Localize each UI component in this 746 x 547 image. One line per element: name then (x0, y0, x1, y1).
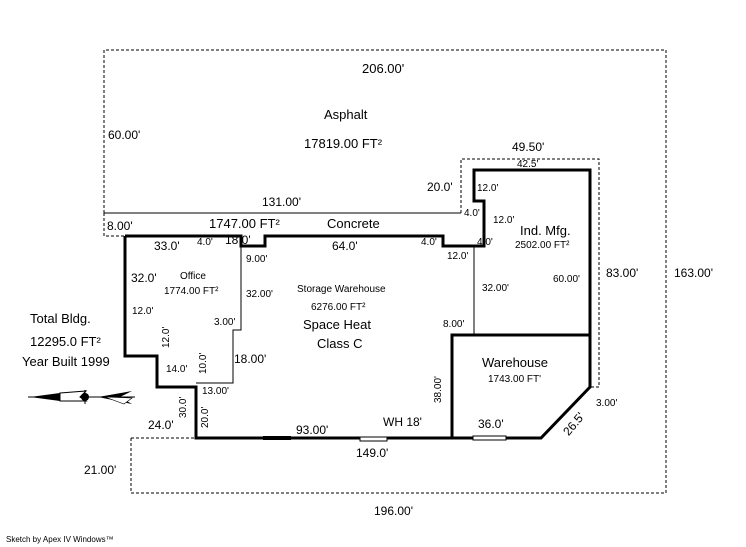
dim-label: 38.00' (433, 376, 444, 403)
dim-label: 32.00' (246, 289, 273, 300)
office-area: 1774.00 FT² (164, 286, 219, 297)
dim-label: 32.0' (131, 271, 157, 285)
dim-label: 8.00' (107, 219, 133, 233)
dim-label: 4.0' (464, 208, 480, 219)
storage-class: Class C (317, 336, 363, 351)
dim-label: 21.00' (84, 463, 117, 477)
dim-label: 10.0' (198, 352, 209, 374)
dim-label: 36.0' (478, 417, 504, 431)
dim-label: 49.50' (512, 140, 545, 154)
storage-area: 6276.00 FT² (311, 302, 366, 313)
dim-label: 60.00' (108, 128, 141, 142)
dim-label: 93.00' (296, 423, 329, 437)
ind-mfg-label: Ind. Mfg. (520, 223, 571, 238)
north-arrow-icon (28, 390, 135, 405)
dim-label: 3.00' (596, 398, 618, 409)
summary-year-built: Year Built 1999 (22, 354, 110, 369)
dim-label: 18.00' (234, 352, 267, 366)
dim-label: WH 18' (383, 415, 422, 429)
dim-label: 4.0' (421, 237, 437, 248)
dim-label: 13.00' (202, 386, 229, 397)
dim-label: 20.0' (200, 406, 211, 428)
summary-title: Total Bldg. (30, 311, 91, 326)
dim-label: 196.00' (374, 504, 413, 518)
dim-label: 8.00' (443, 319, 465, 330)
warehouse-area: 1743.00 FT' (488, 374, 542, 385)
dim-label: 14.0' (166, 364, 188, 375)
concrete-label: Concrete (327, 216, 380, 231)
summary-area: 12295.0 FT² (30, 334, 101, 349)
asphalt-area: 17819.00 FT² (304, 136, 383, 151)
dim-label: 149.0' (356, 446, 389, 460)
dim-label: 42.5' (517, 159, 539, 170)
asphalt-boundary (103, 49, 667, 494)
door-open-1 (359, 436, 388, 442)
building-outline (123, 168, 592, 440)
concrete-area: 1747.00 FT² (209, 216, 280, 231)
dim-label: 33.0' (154, 239, 180, 253)
warehouse-wall (450, 333, 590, 438)
dim-label: 20.0' (427, 180, 453, 194)
dim-label: 60.00' (553, 274, 580, 285)
door-open-2 (472, 435, 507, 441)
dim-label: 206.00' (362, 61, 405, 76)
ind-mfg-outer-boundary (460, 158, 600, 388)
office-wall (196, 246, 242, 384)
dim-label: 12.0' (132, 306, 154, 317)
dim-label: 12.0' (477, 183, 499, 194)
dim-label: 12.0' (161, 326, 172, 348)
dim-label: 24.0' (148, 418, 174, 432)
dim-label: 4.0' (197, 237, 213, 248)
dim-label: 9.00' (246, 254, 268, 265)
ind-mfg-area: 2502.00 FT² (515, 240, 570, 251)
dim-label: 64.0' (332, 239, 358, 253)
dim-label: 12.0' (493, 215, 515, 226)
dim-label: 30.0' (178, 396, 189, 418)
dim-label: 32.00' (482, 283, 509, 294)
concrete-boundary (103, 213, 125, 237)
storage-label: Storage Warehouse (297, 284, 386, 295)
dim-label: 4.0' (477, 237, 493, 248)
door-solid (263, 436, 291, 440)
storage-heat: Space Heat (303, 317, 371, 332)
warehouse-label: Warehouse (482, 355, 548, 370)
dim-label: 18.0' (225, 233, 251, 247)
dim-label: 163.00' (674, 266, 713, 280)
dim-label: 131.00' (262, 195, 301, 209)
office-label: Office (180, 271, 206, 282)
dim-label: 83.00' (606, 266, 639, 280)
dim-label: 3.00' (214, 317, 236, 328)
sketch-credit: Sketch by Apex IV Windows™ (6, 535, 114, 544)
dim-label: 12.0' (447, 251, 469, 262)
asphalt-label: Asphalt (324, 107, 368, 122)
